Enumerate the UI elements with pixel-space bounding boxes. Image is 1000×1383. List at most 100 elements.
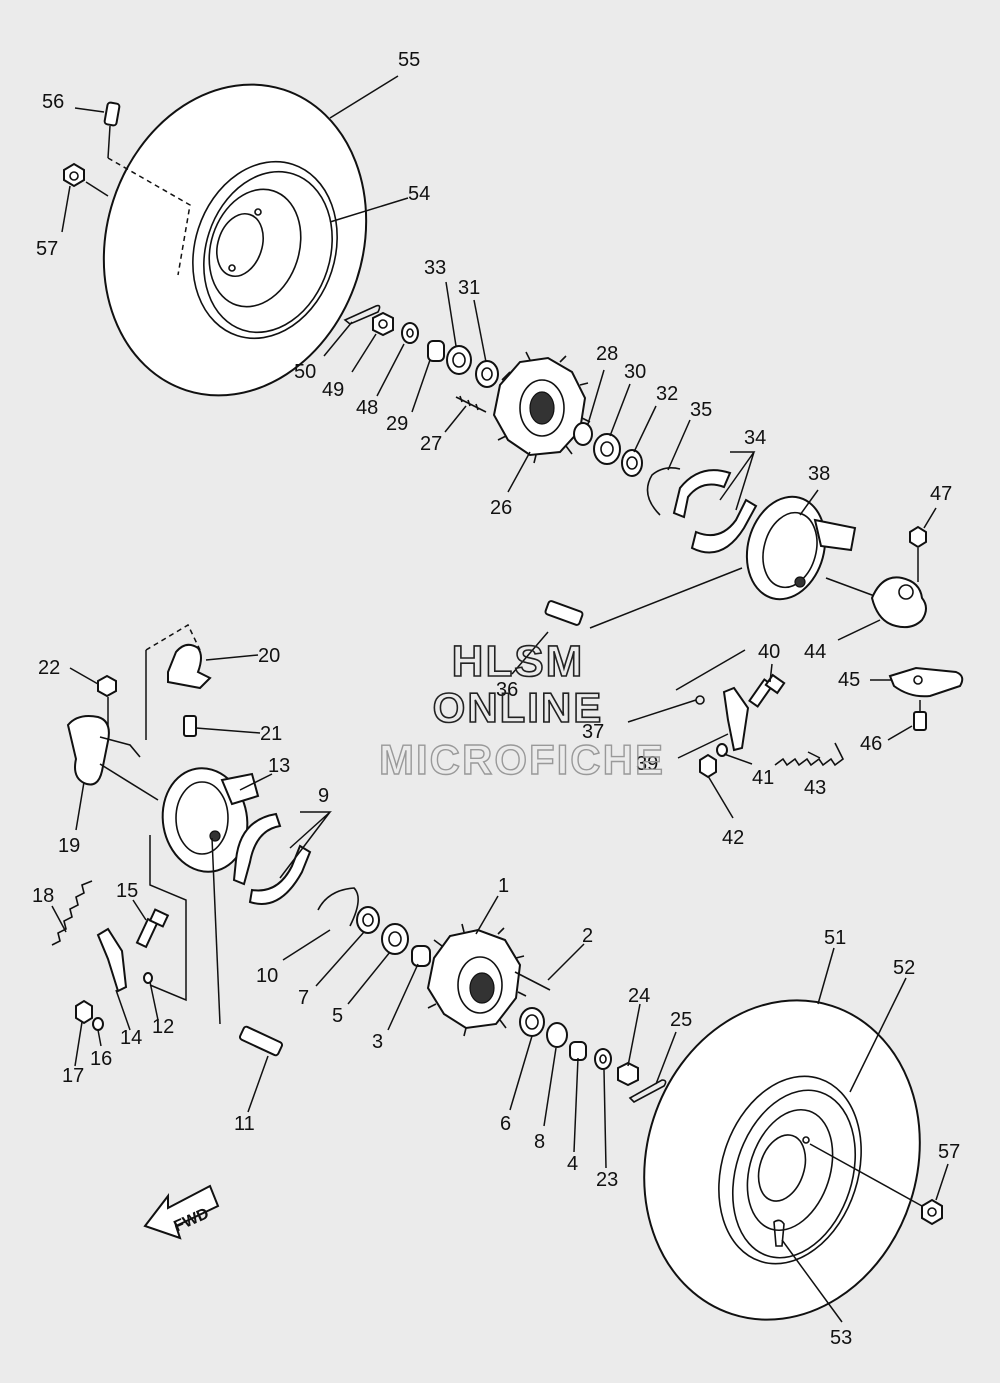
cotter-pin-50 [343,304,381,325]
callout-6: 6 [500,1113,511,1135]
seal-8 [546,1022,568,1048]
callout-14: 14 [120,1027,142,1049]
lever-39 [695,686,750,752]
callout-43: 43 [804,777,826,799]
callout-17: 17 [62,1065,84,1087]
nut-24 [617,1061,639,1087]
callout-37: 37 [582,721,604,743]
callout-57-upper: 57 [36,238,58,260]
callout-32: 32 [656,383,678,405]
callout-19: 19 [58,835,80,857]
callout-48: 48 [356,397,378,419]
callout-22: 22 [38,657,60,679]
callout-31: 31 [458,277,480,299]
arm-45 [888,666,964,698]
callout-9: 9 [318,785,329,807]
callout-13: 13 [268,755,290,777]
collar-4 [569,1041,587,1061]
nut-47 [909,525,927,582]
nut-42 [699,753,717,779]
callout-8: 8 [534,1131,545,1153]
callout-44: 44 [804,641,826,663]
callout-27: 27 [420,433,442,455]
brake-shoes-9 [232,812,312,905]
bolt-15 [135,908,170,949]
front-wheel-lower [643,999,923,1321]
nut-22 [97,674,117,726]
seal-28 [573,422,593,446]
stud-27 [455,395,487,413]
spring-18 [51,880,93,946]
callout-12: 12 [152,1016,174,1038]
hub-1 [426,923,527,1037]
front-wheel-upper [102,83,368,397]
washer-41 [716,743,728,757]
watermark-line1: HLSM [452,637,585,686]
callout-57-lower: 57 [938,1141,960,1163]
brake-shoes-34 [672,469,758,554]
callout-50: 50 [294,361,316,383]
bolt-46 [913,700,927,731]
knuckle-19 [66,715,159,801]
callout-10: 10 [256,965,278,987]
spacer-32 [621,449,643,477]
callout-54: 54 [408,183,430,205]
callout-38: 38 [808,463,830,485]
washer-12 [143,972,153,984]
callout-16: 16 [90,1048,112,1070]
callout-28: 28 [596,343,618,365]
knuckle-44 [825,576,927,629]
cotter-pin-25 [628,1079,667,1103]
watermark-line3: MICROFICHE [379,736,665,783]
callout-24: 24 [628,985,650,1007]
bolt-40 [748,673,786,708]
callout-labels: 1 2 3 4 5 6 7 8 9 10 11 12 13 14 15 16 1… [32,49,960,1349]
lever-14 [96,927,128,993]
bolt-11 [211,837,284,1057]
bolt-21 [183,715,197,737]
callout-42: 42 [722,827,744,849]
brake-panel-13 [161,767,260,873]
callout-47: 47 [930,483,952,505]
callout-25: 25 [670,1009,692,1031]
spring-10 [317,887,359,927]
callout-34: 34 [744,427,766,449]
callout-52: 52 [893,957,915,979]
callout-55: 55 [398,49,420,71]
callout-51: 51 [824,927,846,949]
callout-18: 18 [32,885,54,907]
callout-20: 20 [258,645,280,667]
wheel-nut-lower [921,1198,943,1226]
bearing-5 [381,923,409,955]
callout-39: 39 [636,753,658,775]
callout-45: 45 [838,669,860,691]
callout-40: 40 [758,641,780,663]
stud-2 [514,971,551,991]
spring-35 [646,467,681,516]
callout-26: 26 [490,497,512,519]
collar-29 [427,340,445,362]
callout-15: 15 [116,880,138,902]
bolt-36 [544,567,743,629]
washer-23 [594,1048,612,1070]
watermark-line2: ONLINE [433,684,604,731]
callout-29: 29 [386,413,408,435]
callout-1: 1 [498,875,509,897]
callout-23: 23 [596,1169,618,1191]
callout-41: 41 [752,767,774,789]
bracket-20 [145,623,212,740]
callout-56: 56 [42,91,64,113]
callout-11: 11 [234,1113,255,1135]
callout-3: 3 [372,1031,383,1053]
seal-7 [356,906,380,934]
bearing-33 [446,345,472,375]
seal-31 [475,360,499,388]
collar-3 [411,945,431,967]
nut-17 [75,999,93,1025]
callout-21: 21 [260,723,282,745]
callout-49: 49 [322,379,344,401]
callout-30: 30 [624,361,646,383]
wheel-nut-upper [63,162,85,188]
callout-53: 53 [830,1327,852,1349]
